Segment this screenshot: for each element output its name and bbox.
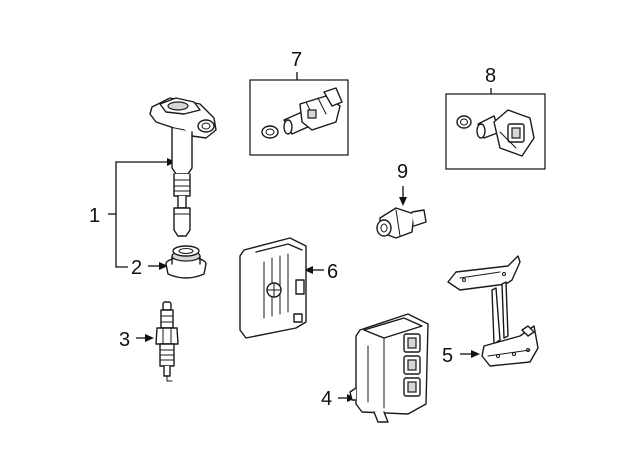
knock-sensor[interactable] <box>376 207 427 239</box>
module-bracket[interactable] <box>447 255 539 367</box>
callout-5[interactable]: 5 <box>442 345 480 367</box>
callout-3-number: 3 <box>119 329 130 351</box>
callout-6-number: 6 <box>327 261 338 283</box>
engine-control-module[interactable] <box>349 313 429 423</box>
callout-2[interactable]: 2 <box>131 257 168 279</box>
callout-1-bracket <box>115 161 170 268</box>
module-cover[interactable] <box>239 237 307 339</box>
callout-6[interactable]: 6 <box>304 261 338 283</box>
callout-7-box <box>249 79 349 156</box>
callout-3[interactable]: 3 <box>119 329 154 351</box>
ignition-coil[interactable] <box>149 97 217 237</box>
crankshaft-sensor[interactable] <box>456 109 535 157</box>
spark-plug[interactable] <box>155 301 179 382</box>
callout-2-number: 2 <box>131 257 142 279</box>
callout-1-number: 1 <box>89 205 100 227</box>
camshaft-sensor[interactable] <box>261 87 343 139</box>
callout-4-number: 4 <box>321 388 332 410</box>
coil-boot[interactable] <box>165 245 207 279</box>
callout-1[interactable]: 1 <box>89 158 176 268</box>
callout-5-number: 5 <box>442 345 453 367</box>
callout-8-number: 8 <box>485 65 496 87</box>
callout-9-number: 9 <box>397 161 408 183</box>
callout-7[interactable]: 7 <box>249 49 349 156</box>
callout-7-number: 7 <box>291 49 302 71</box>
callout-8[interactable]: 8 <box>445 65 546 170</box>
callout-8-box <box>445 93 546 170</box>
callout-9[interactable]: 9 <box>397 161 408 206</box>
